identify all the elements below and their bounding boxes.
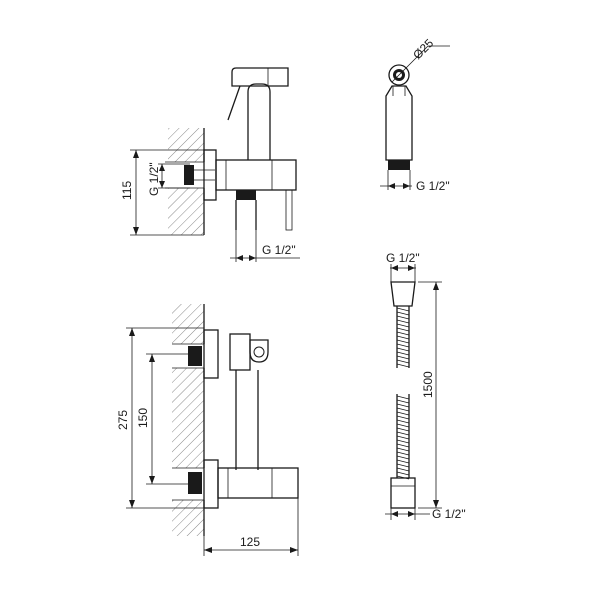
- upper-wall-flange: [203, 329, 219, 379]
- diameter-25-label: Ø25: [410, 36, 436, 62]
- sprayer-detail: Ø25 G 1/2": [380, 36, 450, 193]
- hose-top-g-half-label: G 1/2": [386, 251, 420, 265]
- hose-upper-section: [396, 306, 410, 368]
- hose-detail: G 1/2" G 1/2" 1500: [385, 251, 466, 521]
- wall-hatch-bottom: [168, 188, 204, 235]
- holder-base: [229, 333, 251, 371]
- sprayer-handle: [247, 83, 271, 160]
- sprayer-g-half-label: G 1/2": [416, 179, 450, 193]
- holder-cradle: [249, 339, 269, 363]
- bottom-g-half-label: G 1/2": [262, 243, 296, 257]
- front-wall-hatch-3: [172, 500, 204, 536]
- hose-lower-section: [396, 394, 410, 480]
- valve-body: [215, 159, 297, 191]
- side-tab: [285, 189, 293, 231]
- sprayer-lever: [227, 85, 241, 121]
- lower-wall-flange: [203, 459, 219, 509]
- sprayer-nozzle-outer: [388, 64, 410, 86]
- dim-1500-label: 1500: [421, 371, 435, 398]
- upper-inlet-thread: [188, 346, 202, 366]
- dim-125-label: 125: [240, 535, 260, 549]
- dim-115-label: 115: [120, 181, 134, 200]
- hose-bottom-fitting: [390, 477, 416, 509]
- bottom-outlet-thread: [236, 190, 256, 200]
- front-wall-hatch-2: [172, 368, 204, 468]
- sprayer-body-front: [385, 85, 413, 161]
- lower-inlet-thread: [188, 472, 202, 494]
- wall-flange: [203, 149, 217, 201]
- wall-hatch-top: [168, 128, 204, 162]
- sprayer-head: [231, 67, 289, 87]
- front-valve-body: [217, 467, 299, 499]
- hose-top-fitting: [390, 281, 416, 307]
- front-view: 275 150 125: [116, 304, 299, 556]
- dim-275-label: 275: [116, 410, 130, 430]
- side-view: 115 G 1/2" G 1/2": [120, 67, 300, 262]
- inlet-thread: [184, 165, 194, 185]
- front-wall-hatch-1: [172, 304, 204, 344]
- inlet-g-half-label: G 1/2": [147, 162, 161, 196]
- sprayer-thread: [388, 160, 410, 170]
- hose-bottom-g-half-label: G 1/2": [432, 507, 466, 521]
- dim-150-label: 150: [136, 408, 150, 428]
